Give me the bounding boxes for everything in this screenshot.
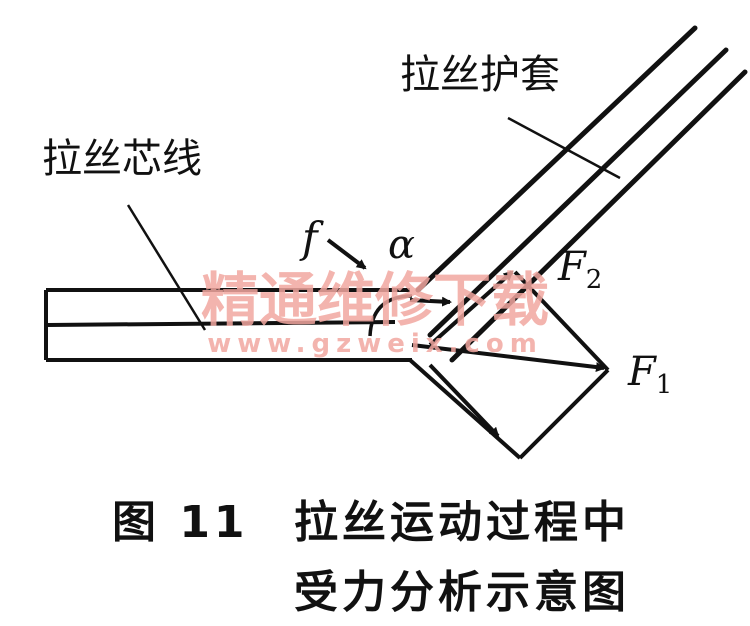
watermark-cn: 精通维修下载 — [201, 266, 549, 334]
axial-arrow — [409, 296, 452, 307]
f1-label-main: F — [627, 349, 657, 395]
angle-label: α — [388, 222, 415, 268]
force-parallelogram — [408, 270, 610, 460]
watermark-url: www.gzweix.com — [207, 329, 543, 359]
caption-line-1: 拉丝运动过程中 — [294, 497, 630, 548]
f1-arrow — [411, 343, 606, 373]
caption-line-2: 受力分析示意图 — [294, 567, 630, 618]
leader-lines — [126, 116, 621, 331]
f2-label-sub: 2 — [586, 265, 603, 295]
f2-arrow — [428, 270, 514, 347]
sleeve-label: 拉丝护套 — [400, 52, 560, 98]
lower-arrow — [428, 363, 500, 438]
force-arrows — [326, 238, 606, 438]
figure-number: 图 11 — [112, 497, 249, 548]
sleeve-lines — [415, 25, 748, 363]
friction-label: f — [299, 213, 324, 262]
core-wire — [44, 288, 412, 362]
f1-label-sub: 1 — [656, 370, 673, 400]
core-label: 拉丝芯线 — [42, 136, 202, 182]
f1-label: F1 — [627, 349, 672, 400]
friction-arrow — [326, 238, 367, 270]
angle-arc — [368, 294, 413, 337]
f2-label: F2 — [557, 244, 602, 295]
watermark: 精通维修下载 www.gzweix.com — [201, 266, 549, 359]
f2-label-main: F — [557, 244, 587, 290]
